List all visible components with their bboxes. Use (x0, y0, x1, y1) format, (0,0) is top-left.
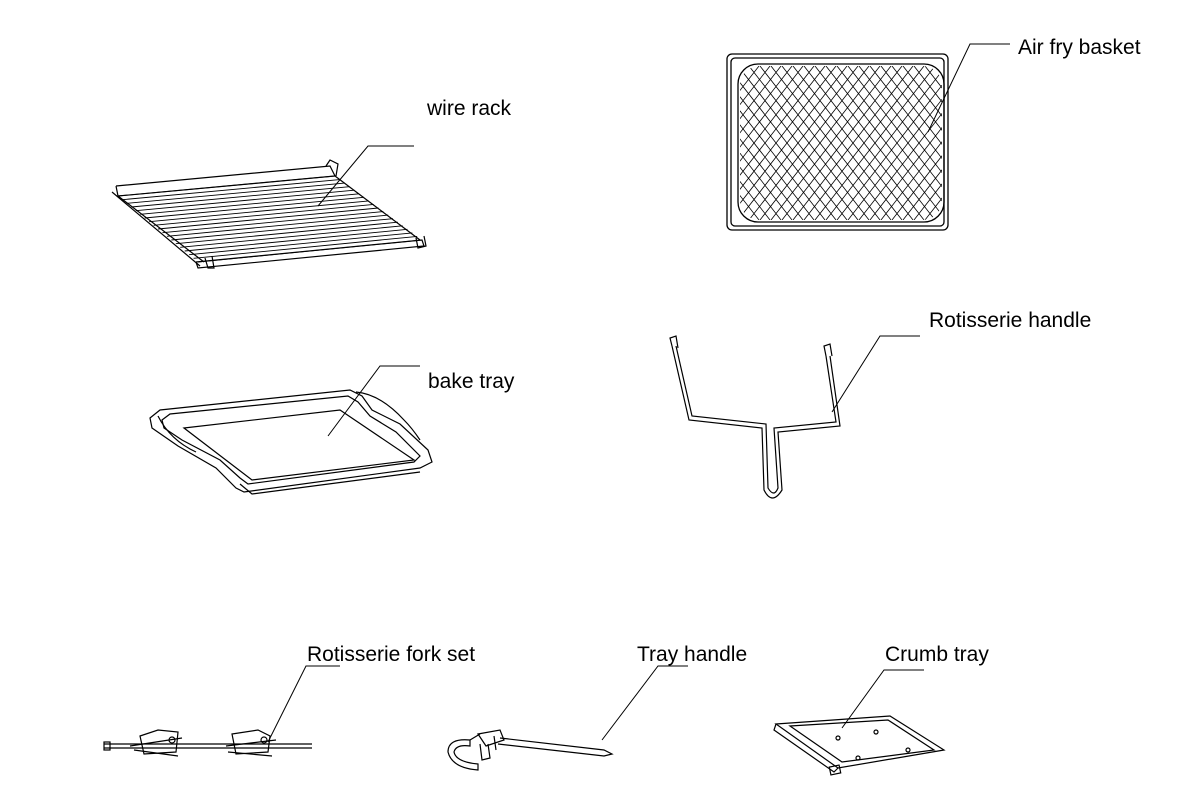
air-fry-basket-label: Air fry basket (1018, 36, 1141, 59)
rotisserie-fork-set-drawing (103, 729, 312, 757)
rotisserie-fork-set-leader (267, 665, 340, 743)
air-fry-basket-leader (927, 43, 1010, 133)
tray-handle-label: Tray handle (637, 643, 748, 666)
wire-rack-drawing (111, 159, 427, 269)
crumb-tray-drawing (773, 715, 946, 776)
rotisserie-fork-set-label: Rotisserie fork set (307, 643, 476, 666)
wire-rack-label: wire rack (427, 97, 512, 120)
tray-handle-drawing (447, 729, 614, 771)
bake-tray-label: bake tray (428, 370, 515, 393)
rotisserie-handle-drawing (669, 335, 841, 499)
wire-rack-rods (117, 175, 423, 263)
crumb-tray-leader (841, 669, 924, 729)
rotisserie-handle-leader (831, 335, 920, 413)
bake-tray-leader (327, 365, 420, 437)
tray-handle-leader (601, 665, 688, 741)
bake-tray-drawing (149, 389, 433, 495)
rotisserie-handle-label: Rotisserie handle (929, 309, 1092, 332)
wire-rack-leader (317, 145, 414, 207)
crumb-tray-label: Crumb tray (885, 643, 989, 666)
air-fry-basket-drawing (726, 53, 949, 231)
